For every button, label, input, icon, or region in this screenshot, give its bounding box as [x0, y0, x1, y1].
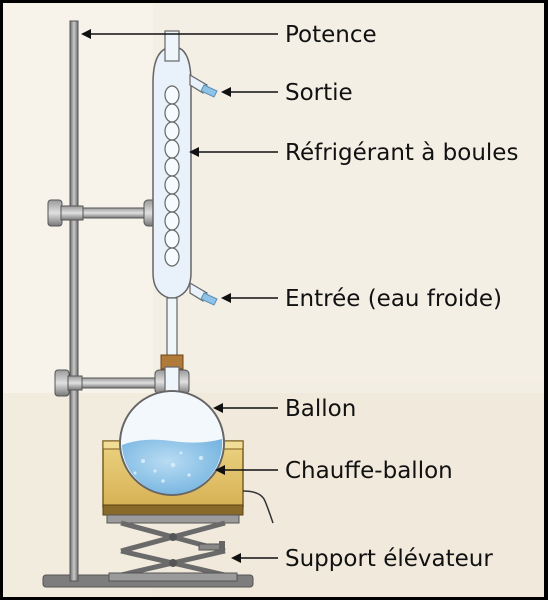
- diagram-panel: Potence Sortie Réfrigérant à boules Entr…: [3, 3, 544, 597]
- label-chauffe-ballon: Chauffe-ballon: [285, 458, 453, 484]
- leader-lines: [81, 29, 278, 563]
- round-bottom-flask: [119, 366, 225, 496]
- reflux-condenser: [152, 30, 218, 359]
- lab-jack: [106, 514, 240, 582]
- label-ballon: Ballon: [285, 396, 356, 422]
- label-refrigerant: Réfrigérant à boules: [285, 140, 518, 166]
- reflux-apparatus-diagram: Potence Sortie Réfrigérant à boules Entr…: [3, 3, 544, 597]
- label-sortie: Sortie: [285, 80, 353, 106]
- condenser-bulbs: [164, 85, 180, 267]
- label-potence: Potence: [285, 22, 377, 48]
- label-entree: Entrée (eau froide): [285, 286, 502, 312]
- label-support: Support élévateur: [285, 546, 493, 572]
- stand-rod: [69, 20, 79, 582]
